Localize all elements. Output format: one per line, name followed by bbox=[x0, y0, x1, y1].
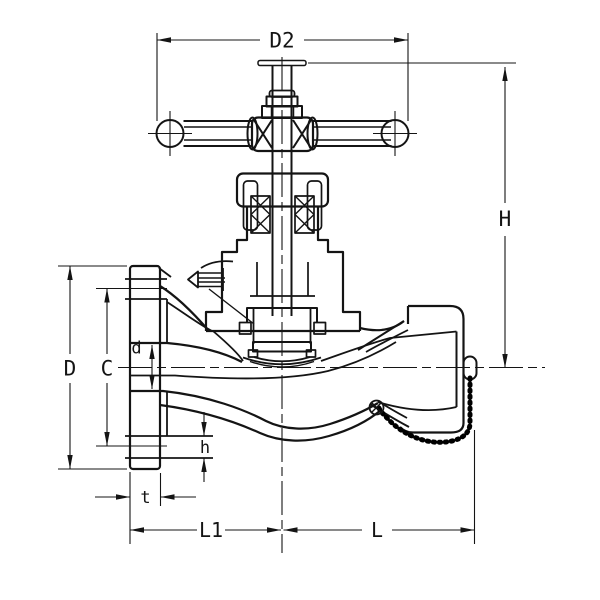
dimension-thickness-t: t bbox=[95, 472, 196, 544]
dimension-bolt-circle-c: C bbox=[101, 288, 114, 446]
seat-ring bbox=[242, 356, 322, 366]
valve-stem bbox=[271, 66, 293, 316]
dimension-l: L bbox=[283, 430, 476, 544]
dim-label-hole-h: h bbox=[200, 438, 210, 458]
dimension-flange-d: D bbox=[58, 265, 127, 470]
dimension-h: H bbox=[308, 62, 516, 368]
dim-label-bore-d: d bbox=[131, 339, 141, 359]
dim-label-flange-d: D bbox=[64, 357, 77, 381]
dimension-l1: L1 bbox=[130, 518, 281, 542]
gland-packing bbox=[235, 172, 330, 234]
dimension-d2: D2 bbox=[156, 29, 409, 121]
dim-label-d2: D2 bbox=[269, 29, 294, 53]
dim-label-thickness-t: t bbox=[140, 488, 150, 508]
valve-body bbox=[131, 285, 457, 442]
stem-top-disc bbox=[257, 59, 307, 67]
hub-cross-hatch bbox=[253, 119, 312, 149]
dimension-hole-h: h bbox=[200, 412, 210, 482]
chain-eyelet bbox=[368, 399, 385, 416]
packing-box-left bbox=[250, 195, 271, 234]
gland-plate bbox=[235, 172, 330, 208]
packing-box-right bbox=[294, 195, 315, 234]
dim-label-bolt-circle-c: C bbox=[101, 357, 114, 381]
valve-disc bbox=[238, 307, 327, 363]
dim-label-l: L bbox=[371, 518, 383, 542]
centerlines bbox=[118, 57, 545, 553]
dimension-bore-d: d bbox=[131, 339, 155, 389]
dim-label-h: H bbox=[499, 207, 512, 231]
bonnet bbox=[204, 206, 362, 333]
cap-chain bbox=[368, 375, 473, 445]
dim-label-l1: L1 bbox=[199, 518, 223, 542]
inlet-flange bbox=[96, 264, 213, 471]
